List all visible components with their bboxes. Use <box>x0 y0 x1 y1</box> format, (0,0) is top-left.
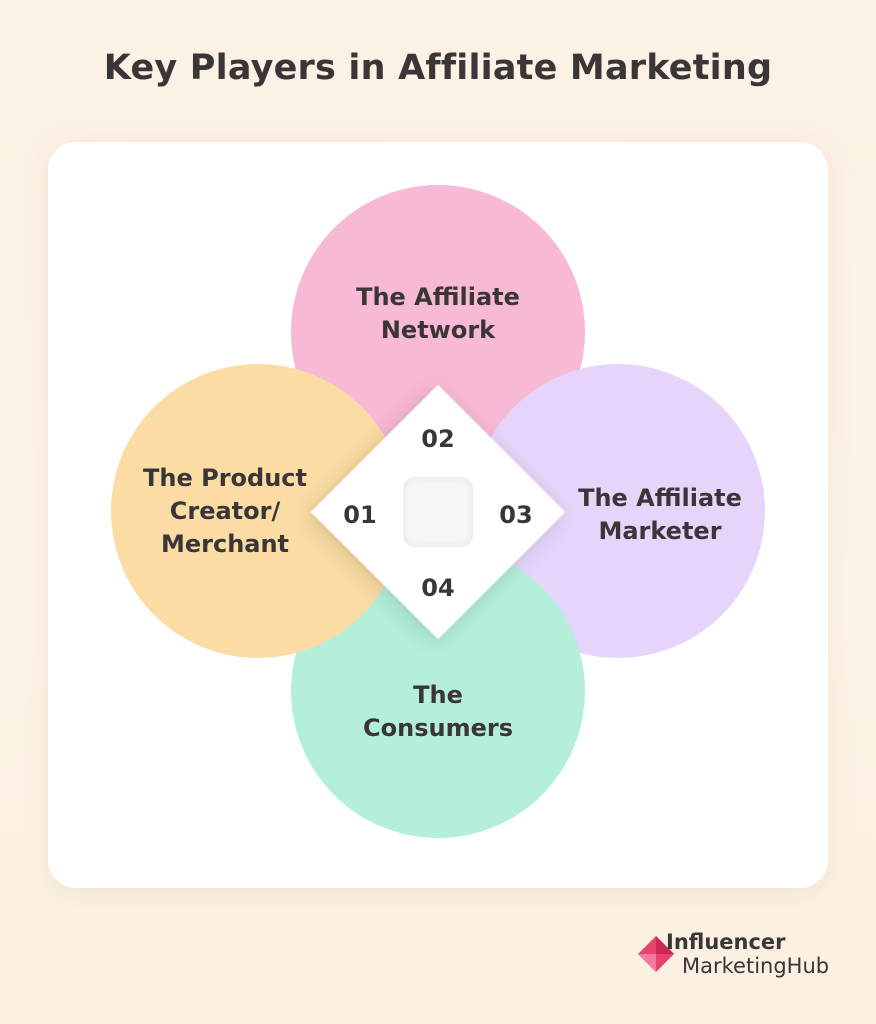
label-line: The <box>413 681 463 709</box>
number-03: 03 <box>499 501 533 529</box>
label-consumers: The Consumers <box>298 679 578 745</box>
number-04: 04 <box>421 574 455 602</box>
label-line: The Affiliate <box>356 283 520 311</box>
brand-logo: Influencer MarketingHub <box>636 930 836 980</box>
number-02: 02 <box>421 425 455 453</box>
label-line: Network <box>380 316 496 344</box>
label-line: The Affiliate <box>578 484 742 512</box>
label-line: Merchant <box>160 530 290 558</box>
brand-name-line1: Influencer <box>666 930 786 954</box>
label-line: Consumers <box>363 714 513 742</box>
center-diamond: 01 02 03 04 <box>310 384 566 640</box>
label-line: Marketer <box>598 517 722 545</box>
label-affiliate-marketer: The Affiliate Marketer <box>565 482 755 548</box>
diamond-center-hollow <box>403 477 473 547</box>
number-01: 01 <box>343 501 377 529</box>
label-line: The Product <box>143 464 307 492</box>
label-affiliate-network: The Affiliate Network <box>298 281 578 347</box>
label-line: Creator/ <box>169 497 281 525</box>
brand-name-line2: MarketingHub <box>682 954 830 978</box>
page-title: Key Players in Affiliate Marketing <box>103 48 773 88</box>
pink-diamond-logo-icon <box>638 936 674 972</box>
label-product-creator: The Product Creator/ Merchant <box>125 462 325 561</box>
